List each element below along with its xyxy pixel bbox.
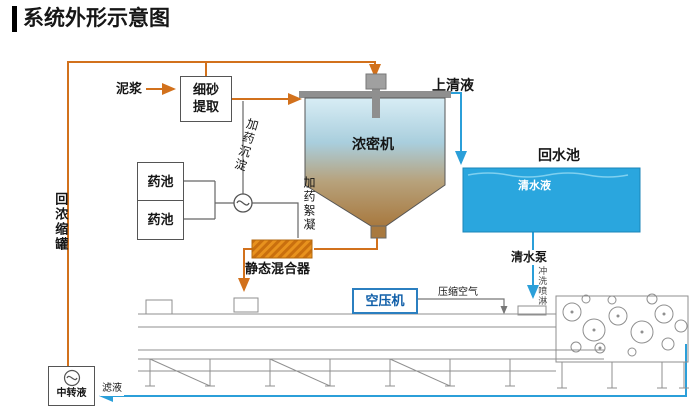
transfer-liquid-box: 中转液 [48, 366, 95, 406]
filtrate-label: 滤液 [100, 383, 124, 396]
thickener-spout [370, 225, 387, 239]
air-compressor-label: 空压机 [365, 292, 405, 308]
roller-axles [570, 310, 666, 350]
thickener-label: 浓密机 [352, 136, 394, 152]
chem-pool-2-label: 药池 [147, 211, 174, 227]
chem-pool-1-box: 药池 [137, 162, 184, 202]
chem-pool-2-box: 药池 [137, 200, 184, 240]
static-mixer-shape [251, 239, 313, 259]
thickener-tank [299, 73, 451, 239]
return-water-pool [462, 167, 641, 233]
transfer-pump-icon [63, 369, 80, 387]
fine-sand-extraction-box: 细砂提取 [180, 76, 232, 122]
clear-water-label: 清水液 [518, 180, 551, 192]
dosing-pump-icon [233, 193, 253, 213]
dosing-flocculation-label: 加药絮凝 [302, 176, 316, 232]
pool-wave [467, 172, 629, 178]
compressed-air-label: 压缩空气 [438, 287, 478, 298]
mud-label: 泥浆 [116, 81, 143, 96]
flush-spray-label: 冲洗喷淋 [537, 266, 548, 306]
return-pool-label: 回水池 [538, 147, 580, 163]
page-title: 系统外形示意图 [12, 6, 170, 33]
pipes-orange [67, 61, 381, 366]
fine-sand-extraction-label: 细砂提取 [192, 82, 219, 114]
chem-pool-1-label: 药池 [147, 173, 174, 189]
clear-water-pump-label: 清水泵 [509, 250, 550, 265]
supernatant-label: 上清液 [432, 77, 474, 93]
static-mixer-label: 静态混合器 [245, 261, 311, 276]
belt-press-machine [138, 293, 689, 389]
transfer-liquid-label: 中转液 [56, 388, 87, 399]
air-compressor-box: 空压机 [352, 288, 418, 314]
pool-body [462, 167, 641, 233]
thickener-shaft [372, 88, 380, 118]
thickener-motor [365, 73, 387, 90]
return-concentrate-tank-label: 回浓缩罐 [53, 192, 69, 252]
pipes-gray [182, 101, 508, 315]
